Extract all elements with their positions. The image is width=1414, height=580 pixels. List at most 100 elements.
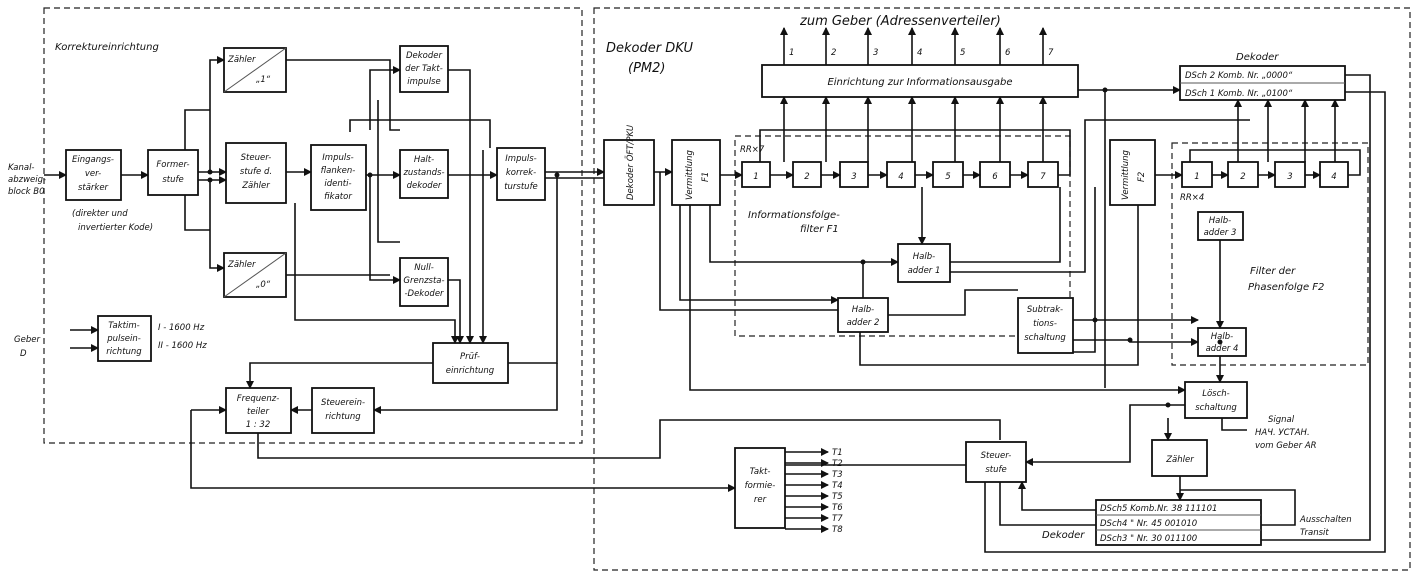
- svg-text:adder 1: adder 1: [908, 266, 941, 276]
- svg-text:T2: T2: [832, 459, 843, 469]
- dekoder-bottom-title: Dekoder: [1042, 530, 1085, 541]
- svg-text:Zähler: Zähler: [227, 260, 256, 270]
- svg-text:Halb-: Halb-: [852, 305, 874, 315]
- block-frequenzteiler: Frequenz- teiler 1 : 32: [225, 387, 292, 434]
- filter-f1-label-1: Informationsfolge-: [748, 210, 840, 221]
- out-7: 7: [1048, 48, 1054, 58]
- svg-text:schaltung: schaltung: [1195, 403, 1237, 413]
- svg-text:Halb-: Halb-: [1211, 332, 1233, 342]
- top-output-label: zum Geber (Adressenverteiler): [799, 14, 1001, 29]
- ausschalten-2: Transit: [1300, 528, 1329, 538]
- block-formerstufe: Former- stufe: [147, 149, 199, 196]
- block-halbaddier-1: Halb- adder 1: [897, 243, 951, 283]
- block-zaehler-1: Zähler „1“: [223, 47, 287, 93]
- reg-f2-cell-1: 1: [1194, 172, 1199, 182]
- svg-text:Zähler: Zähler: [1165, 455, 1194, 465]
- right-wiring: [659, 74, 1386, 553]
- svg-text:stärker: stärker: [78, 183, 109, 193]
- svg-text:turstufe: turstufe: [504, 182, 538, 192]
- svg-text:Impuls-: Impuls-: [322, 153, 353, 163]
- out-1: 1: [789, 48, 794, 58]
- kanal-label-3: block B0: [8, 187, 45, 197]
- out-6: 6: [1005, 48, 1011, 58]
- reg-f1-cell-5: 5: [945, 172, 950, 182]
- svg-text:T1: T1: [832, 448, 843, 458]
- reg-f1-cell-4: 4: [898, 172, 903, 182]
- svg-text:zustands-: zustands-: [402, 168, 444, 178]
- reg-f2-cell-4: 4: [1331, 172, 1336, 182]
- svg-text:der Takt-: der Takt-: [405, 64, 443, 74]
- block-halbaddier-3: Halb- adder 3: [1197, 211, 1244, 241]
- korrektur-title: Korrektureinrichtung: [55, 42, 159, 53]
- svg-text:identi-: identi-: [324, 179, 351, 189]
- svg-text:Lösch-: Lösch-: [1202, 389, 1230, 399]
- rr4-label: RR×4: [1180, 193, 1204, 203]
- filter-f1-label-2: filter F1: [800, 224, 839, 235]
- geber-label-1: Geber: [14, 335, 40, 345]
- svg-text:pulsein-: pulsein-: [106, 334, 141, 344]
- left-wiring: [44, 56, 1001, 492]
- signal-note-1: Signal: [1268, 415, 1295, 425]
- filter-f2-region: [1171, 142, 1369, 366]
- block-taktformierer: Takt- formie- rer: [734, 447, 786, 529]
- svg-text:richtung: richtung: [325, 412, 361, 422]
- svg-text:stufe: stufe: [162, 175, 183, 185]
- reg-f2-cell-2: 2: [1240, 172, 1245, 182]
- svg-text:Dekoder ÖFT/PKU: Dekoder ÖFT/PKU: [625, 124, 636, 200]
- svg-text:Halb-: Halb-: [1209, 216, 1231, 226]
- svg-text:Zähler: Zähler: [241, 181, 270, 191]
- svg-text:teiler: teiler: [247, 407, 270, 417]
- svg-text:Former-: Former-: [156, 160, 189, 170]
- block-impulskorrekturstufe: Impuls- korrek- turstufe: [496, 147, 546, 201]
- svg-text:einrichtung: einrichtung: [446, 366, 495, 376]
- block-impulsflanken-identifikator: Impuls- flanken- identi- fikator: [310, 144, 367, 211]
- block-subtraktionsschaltung: Subtrak- tions- schaltung: [1017, 297, 1074, 354]
- svg-text:„0“: „0“: [256, 280, 271, 290]
- block-zaehler-rechts: Zähler: [1151, 439, 1208, 477]
- dekoder-bottom-table: DSch5 Komb.Nr. 38 111101 DSch4 " Nr. 45 …: [1095, 499, 1262, 546]
- svg-text:Takt-: Takt-: [750, 467, 771, 477]
- svg-text:Impuls-: Impuls-: [505, 154, 536, 164]
- svg-text:DSch3 " Nr. 30 011100: DSch3 " Nr. 30 011100: [1100, 534, 1197, 544]
- svg-text:adder 4: adder 4: [1206, 344, 1239, 354]
- svg-text:flanken-: flanken-: [321, 166, 356, 176]
- svg-text:DSch 2 Komb. Nr. „0000“: DSch 2 Komb. Nr. „0000“: [1185, 71, 1293, 81]
- block-nullgrenzstand-dekoder: Null- Grenzsta- -Dekoder: [399, 257, 449, 307]
- svg-text:„1“: „1“: [256, 75, 271, 85]
- svg-text:1 : 32: 1 : 32: [246, 420, 271, 430]
- svg-text:ver-: ver-: [85, 169, 101, 179]
- block-haltzustandsdekoder: Halt- zustands- dekoder: [399, 149, 449, 199]
- reg-f1-cell-3: 3: [851, 172, 856, 182]
- svg-text:T6: T6: [832, 503, 843, 513]
- dekoder-top-table: DSch 2 Komb. Nr. „0000“ DSch 1 Komb. Nr.…: [1179, 65, 1346, 101]
- ausschalten-1: Ausschalten: [1299, 515, 1352, 525]
- svg-text:F2: F2: [1137, 172, 1147, 182]
- svg-text:DSch 1 Komb. Nr. „0100“: DSch 1 Komb. Nr. „0100“: [1185, 89, 1293, 99]
- top-outputs: 1 2 3 4 5 6 7: [780, 27, 1054, 65]
- kanal-label-1: Kanal-: [8, 163, 35, 173]
- svg-text:Einrichtung zur Informationsau: Einrichtung zur Informationsausgabe: [827, 77, 1012, 88]
- korrektur-region: [43, 7, 583, 444]
- block-halbaddier-2: Halb- adder 2: [837, 297, 889, 333]
- svg-text:stufe: stufe: [985, 465, 1006, 475]
- svg-text:stufe d.: stufe d.: [240, 167, 272, 177]
- out-4: 4: [917, 48, 922, 58]
- svg-text:Halb-: Halb-: [913, 252, 935, 262]
- block-informationsausgabe: Einrichtung zur Informationsausgabe: [761, 64, 1079, 98]
- freq-label-2: II - 1600 Hz: [158, 341, 207, 351]
- reg-f1-cell-2: 2: [804, 172, 809, 182]
- block-vermittlung-f1: Vermittlung F1: [671, 139, 721, 206]
- dekoder-dku-region: [593, 7, 1411, 571]
- svg-text:adder 2: adder 2: [847, 318, 880, 328]
- reg-f1-cell-6: 6: [992, 172, 998, 182]
- svg-text:Null-: Null-: [414, 263, 434, 273]
- svg-text:Steuer-: Steuer-: [241, 153, 272, 163]
- dekoder-top-title: Dekoder: [1236, 52, 1279, 63]
- kode-note-2: invertierter Kode): [78, 223, 153, 233]
- svg-text:T8: T8: [832, 525, 843, 535]
- svg-text:Halt-: Halt-: [414, 155, 434, 165]
- svg-text:rer: rer: [754, 495, 767, 505]
- kode-note-1: (direkter und: [72, 209, 128, 219]
- freq-label-1: I - 1600 Hz: [158, 323, 205, 333]
